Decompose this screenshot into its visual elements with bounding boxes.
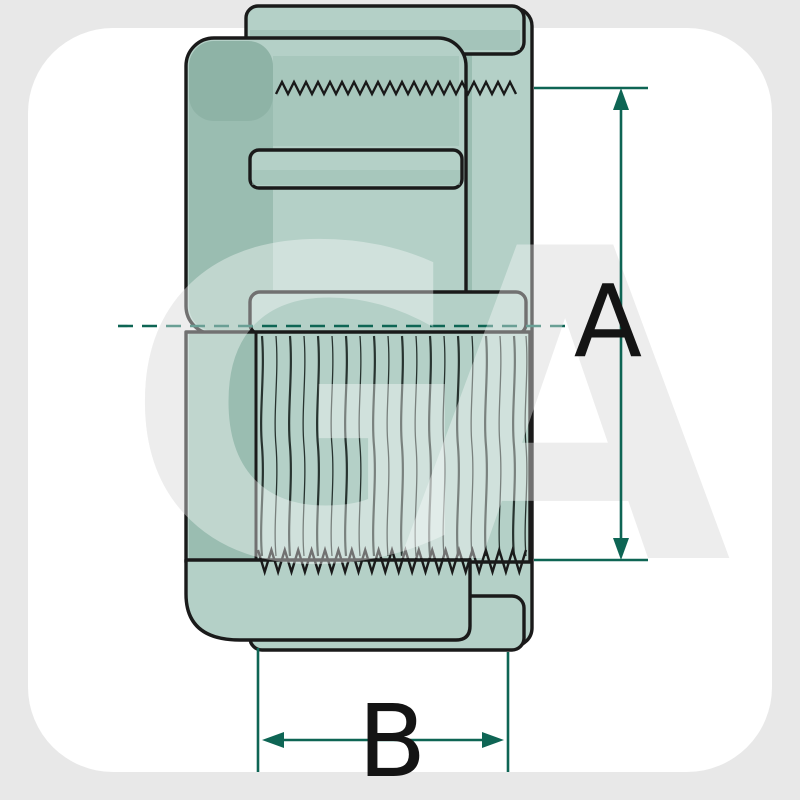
dimension-b: B — [256, 648, 510, 800]
dimension-a: A — [534, 86, 648, 562]
arrowhead-up-icon — [613, 88, 629, 110]
dimension-b-label: B — [358, 683, 427, 800]
dimension-a-label: A — [574, 263, 642, 380]
watermark-letter-a-overlay: A — [399, 160, 735, 660]
arrowhead-left-icon — [262, 732, 284, 748]
watermark-overlay: G A — [124, 160, 735, 660]
bottom-thread-edge — [256, 545, 528, 577]
arrowhead-right-icon — [482, 732, 504, 748]
top-thread-edge — [274, 79, 518, 97]
watermark-letter-g-overlay: G — [124, 160, 477, 660]
skirt — [184, 558, 472, 642]
internal-thread-lines — [260, 335, 528, 557]
arrowhead-down-icon — [613, 538, 629, 560]
rib — [248, 148, 464, 190]
